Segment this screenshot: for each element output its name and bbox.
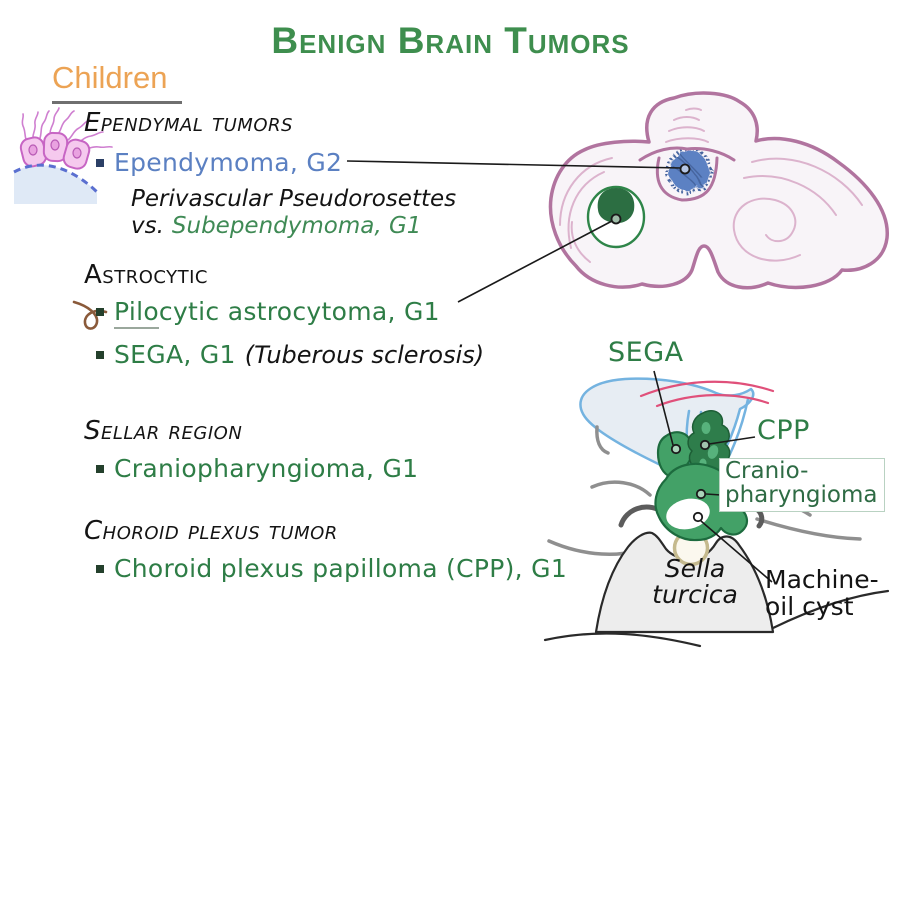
marker-pilocytic (610, 213, 622, 225)
item-pilocytic-underlined: Pilo (114, 297, 159, 329)
label-sega: SEGA (608, 337, 684, 368)
ependymal-cells-icon (13, 107, 113, 204)
vs-label: vs. (131, 213, 164, 239)
bullet-square (96, 350, 104, 359)
label-machine-oil-cyst: Machine- oil cyst (765, 566, 879, 620)
leader-line-ependymoma (346, 160, 682, 169)
label-craniopharyngioma: Cranio- pharyngioma (719, 458, 886, 512)
section-heading-choroid-plexus: Choroid plexus tumor (84, 516, 338, 546)
marker-sega (670, 443, 682, 455)
note-subependymoma: vs. Subependymoma, G1 (131, 213, 421, 240)
note-perivascular: Perivascular Pseudorosettes (131, 186, 457, 212)
bullet-square (96, 307, 104, 316)
cerebellum-diagram (346, 91, 889, 303)
item-subependymoma-label: Subependymoma, G1 (171, 213, 422, 239)
label-craniopharyngioma-line1: Cranio- (725, 458, 809, 484)
note-tuberous-sclerosis: (Tuberous sclerosis) (244, 340, 485, 369)
children-underline (52, 101, 182, 104)
label-sella-line2: turcica (652, 580, 738, 609)
item-craniopharyngioma-label: Craniopharyngioma, G1 (114, 454, 419, 483)
marker-cranio (695, 488, 707, 500)
label-cpp: CPP (757, 415, 810, 446)
list-item-pilocytic: Pilocytic astrocytoma, G1 (96, 297, 440, 329)
label-cyst-line2: oil cyst (765, 592, 854, 621)
list-item-sega: SEGA, G1 (Tuberous sclerosis) (96, 340, 484, 369)
marker-cyst (692, 511, 704, 523)
label-sella-turcica: Sella turcica (640, 556, 750, 608)
item-choroid-plexus-papilloma-label: Choroid plexus papilloma (CPP), G1 (114, 554, 568, 583)
section-heading-astrocytic: Astrocytic (84, 260, 209, 290)
marker-cpp (699, 439, 711, 451)
leader-line-cpp (708, 436, 756, 445)
section-heading-sellar-region: Sellar region (84, 416, 243, 446)
marker-ependymoma (679, 163, 691, 175)
list-item-ependymoma: Ependymoma, G2 (96, 148, 342, 177)
page-title: Benign Brain Tumors (271, 20, 630, 61)
label-sella-line1: Sella (664, 554, 726, 583)
label-craniopharyngioma-line2: pharyngioma (725, 482, 878, 508)
item-ependymoma-label: Ependymoma, G2 (114, 148, 343, 177)
list-item-craniopharyngioma: Craniopharyngioma, G1 (96, 454, 418, 483)
bullet-square (96, 464, 104, 473)
leader-line-sega (653, 370, 674, 446)
hair-icon (72, 300, 108, 330)
section-heading-ependymal: Ependymal tumors (84, 108, 293, 138)
leader-line-pilocytic (457, 220, 613, 303)
leader-line-cranio (705, 493, 722, 496)
bullet-square (96, 564, 104, 573)
list-item-choroid-plexus-papilloma: Choroid plexus papilloma (CPP), G1 (96, 554, 567, 583)
item-pilocytic-rest: cytic astrocytoma, G1 (158, 297, 440, 326)
label-cyst-line1: Machine- (765, 565, 879, 594)
bullet-square (96, 158, 104, 167)
item-sega-label: SEGA, G1 (114, 340, 236, 369)
children-label: Children (52, 60, 168, 95)
leader-line-cyst (700, 520, 773, 583)
